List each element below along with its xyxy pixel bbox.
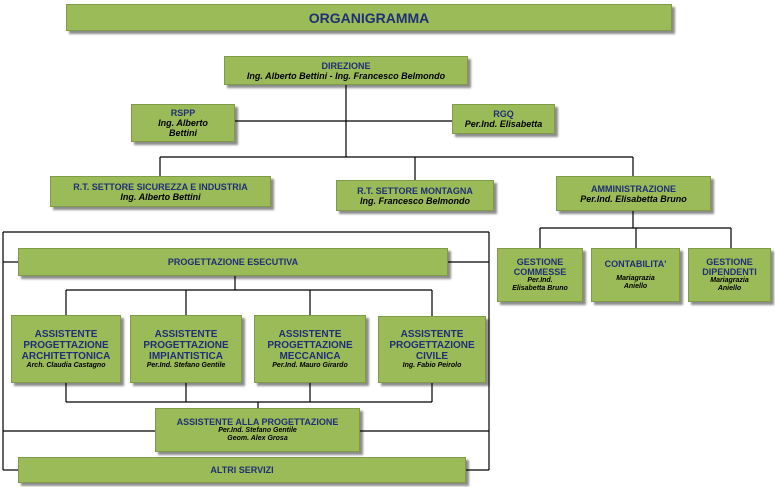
rspp-title: RSPP xyxy=(170,108,196,118)
rt-sicurezza-name: Ing. Alberto Bettini xyxy=(120,191,201,202)
assistente-civile-title-line3: CIVILE xyxy=(415,351,449,362)
assistente-architettonica-name: Arch. Claudia Castagno xyxy=(26,361,106,369)
assistente-progettazione-name-line1: Per.Ind. Stefano Gentile xyxy=(218,427,297,434)
rspp-name-line1: Ing. Alberto xyxy=(158,118,208,128)
gestione-commesse-title-line1: GESTIONE xyxy=(516,257,564,267)
rgq-box: RGQ Per.Ind. Elisabetta xyxy=(452,104,555,134)
title-box: ORGANIGRAMMA xyxy=(66,4,672,31)
assistente-impiantistica-title-line3: IMPIANTISTICA xyxy=(149,350,223,362)
rgq-title: RGQ xyxy=(493,109,514,119)
assistente-civile-name: Ing. Fabio Peirolo xyxy=(402,362,462,369)
assistente-architettonica-box: ASSISTENTE PROGETTAZIONE ARCHITETTONICA … xyxy=(11,315,121,383)
assistente-impiantistica-title-line1: ASSISTENTE xyxy=(154,328,218,340)
altri-servizi-box: ALTRI SERVIZI xyxy=(18,457,466,483)
direzione-box: DIREZIONE Ing. Alberto Bettini - Ing. Fr… xyxy=(224,56,468,85)
assistente-civile-title-line2: PROGETTAZIONE xyxy=(389,340,475,351)
contabilita-name-line1: Mariagrazia xyxy=(616,275,655,282)
contabilita-box: CONTABILITA' Mariagrazia Aniello xyxy=(591,248,680,302)
gestione-commesse-title-line2: COMMESSE xyxy=(513,267,567,277)
assistente-meccanica-name: Per.Ind. Mauro Girardo xyxy=(272,361,348,369)
gestione-commesse-name-line2: Elisabetta Bruno xyxy=(512,285,568,292)
assistente-architettonica-title-line3: ARCHITETTONICA xyxy=(21,350,111,362)
altri-servizi-title: ALTRI SERVIZI xyxy=(210,465,274,475)
direzione-name: Ing. Alberto Bettini - Ing. Francesco Be… xyxy=(246,70,446,81)
page-title: ORGANIGRAMMA xyxy=(308,9,430,26)
assistente-progettazione-title: ASSISTENTE ALLA PROGETTAZIONE xyxy=(176,417,339,427)
assistente-impiantistica-box: ASSISTENTE PROGETTAZIONE IMPIANTISTICA P… xyxy=(130,315,242,383)
direzione-title: DIREZIONE xyxy=(321,60,371,71)
gestione-dipendenti-title-line1: GESTIONE xyxy=(706,257,753,267)
rspp-name-line2: Bettini xyxy=(169,128,197,138)
rt-sicurezza-title: R.T. SETTORE SICUREZZA E INDUSTRIA xyxy=(73,181,248,192)
gestione-dipendenti-box: GESTIONE DIPENDENTI Mariagrazia Aniello xyxy=(688,248,771,302)
gestione-dipendenti-name-line2: Aniello xyxy=(717,285,742,292)
gestione-commesse-box: GESTIONE COMMESSE Per.Ind. Elisabetta Br… xyxy=(497,248,583,302)
assistente-civile-title-line1: ASSISTENTE xyxy=(400,329,464,340)
assistente-civile-box: ASSISTENTE PROGETTAZIONE CIVILE Ing. Fab… xyxy=(378,316,486,383)
progettazione-esecutiva-box: PROGETTAZIONE ESECUTIVA xyxy=(18,248,448,276)
rt-montagna-box: R.T. SETTORE MONTAGNA Ing. Francesco Bel… xyxy=(336,180,494,211)
amministrazione-box: AMMINISTRAZIONE Per.Ind. Elisabetta Brun… xyxy=(556,176,711,211)
assistente-impiantistica-title-line2: PROGETTAZIONE xyxy=(143,339,229,351)
assistente-progettazione-box: ASSISTENTE ALLA PROGETTAZIONE Per.Ind. S… xyxy=(155,408,360,452)
assistente-meccanica-title-line3: MECCANICA xyxy=(279,350,341,362)
amministrazione-title: AMMINISTRAZIONE xyxy=(591,183,676,194)
rt-montagna-title: R.T. SETTORE MONTAGNA xyxy=(357,185,473,196)
assistente-impiantistica-name: Per.Ind. Stefano Gentile xyxy=(146,361,226,369)
assistente-progettazione-name-line2: Geom. Alex Grosa xyxy=(227,435,288,442)
assistente-architettonica-title-line2: PROGETTAZIONE xyxy=(23,339,109,351)
assistente-meccanica-box: ASSISTENTE PROGETTAZIONE MECCANICA Per.I… xyxy=(254,315,366,383)
rt-montagna-name: Ing. Francesco Belmondo xyxy=(359,195,471,206)
contabilita-name-line2: Aniello xyxy=(623,283,648,290)
rspp-box: RSPP Ing. Alberto Bettini xyxy=(131,104,235,142)
gestione-dipendenti-title-line2: DIPENDENTI xyxy=(702,267,757,277)
progettazione-esecutiva-title: PROGETTAZIONE ESECUTIVA xyxy=(167,257,299,267)
gestione-commesse-name-line1: Per.Ind. xyxy=(527,277,553,284)
rgq-name: Per.Ind. Elisabetta xyxy=(464,119,543,129)
rt-sicurezza-box: R.T. SETTORE SICUREZZA E INDUSTRIA Ing. … xyxy=(50,176,271,207)
gestione-dipendenti-name-line1: Mariagrazia xyxy=(710,277,749,284)
amministrazione-name: Per.Ind. Elisabetta Bruno xyxy=(580,193,687,204)
assistente-meccanica-title-line2: PROGETTAZIONE xyxy=(267,339,353,351)
assistente-architettonica-title-line1: ASSISTENTE xyxy=(34,328,98,340)
contabilita-title: CONTABILITA' xyxy=(604,259,667,269)
assistente-meccanica-title-line1: ASSISTENTE xyxy=(278,328,342,340)
